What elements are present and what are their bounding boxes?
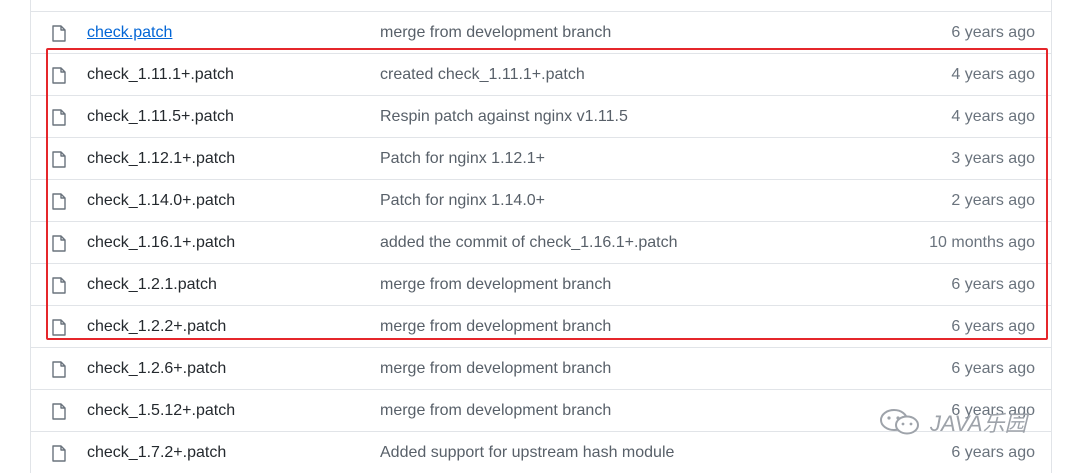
commit-age: 6 years ago: [951, 359, 1035, 377]
file-name-link[interactable]: check.patch: [87, 23, 173, 41]
file-name-link[interactable]: check_1.12.1+.patch: [87, 149, 236, 167]
watermark: JAVA乐园: [878, 404, 1048, 440]
commit-message-link[interactable]: created check_1.11.1+.patch: [380, 65, 585, 83]
commit-message-link[interactable]: Respin patch against nginx v1.11.5: [380, 107, 628, 125]
file-icon: [52, 277, 66, 294]
commit-message-link[interactable]: merge from development branch: [380, 317, 612, 335]
table-row[interactable]: check_1.2.2+.patch merge from developmen…: [31, 305, 1051, 347]
commit-message-link[interactable]: merge from development branch: [380, 275, 612, 293]
file-name-link[interactable]: check_1.11.5+.patch: [87, 107, 234, 125]
commit-age: 3 years ago: [951, 149, 1035, 167]
table-row[interactable]: check_1.16.1+.patch added the commit of …: [31, 221, 1051, 263]
commit-age: 6 years ago: [951, 23, 1035, 41]
file-name-link[interactable]: check_1.2.2+.patch: [87, 317, 227, 335]
wechat-logo-icon: [880, 409, 919, 435]
table-row[interactable]: check_1.5.12+.patch merge from developme…: [31, 389, 1051, 431]
commit-age: 10 months ago: [929, 233, 1035, 251]
file-icon: [52, 193, 66, 210]
table-row[interactable]: check_1.7.2+.patch Added support for ups…: [31, 431, 1051, 473]
commit-age: 6 years ago: [951, 401, 1035, 419]
file-icon: [52, 319, 66, 336]
file-list: check.patch merge from development branc…: [30, 0, 1052, 473]
file-name-link[interactable]: check_1.5.12+.patch: [87, 401, 236, 419]
file-name-link[interactable]: check_1.2.1.patch: [87, 275, 217, 293]
file-icon: [52, 67, 66, 84]
file-icon: [52, 235, 66, 252]
file-icon: [52, 445, 66, 462]
file-icon: [52, 109, 66, 126]
file-name-link[interactable]: check_1.14.0+.patch: [87, 191, 236, 209]
file-icon: [52, 403, 66, 420]
commit-age: 4 years ago: [951, 107, 1035, 125]
table-row[interactable]: check_1.11.5+.patch Respin patch against…: [31, 95, 1051, 137]
file-name-link[interactable]: check_1.11.1+.patch: [87, 65, 234, 83]
commit-message-link[interactable]: merge from development branch: [380, 23, 612, 41]
table-row[interactable]: check_1.2.6+.patch merge from developmen…: [31, 347, 1051, 389]
watermark-text: JAVA乐园: [930, 411, 1027, 436]
commit-age: 2 years ago: [951, 191, 1035, 209]
table-row-partial: [31, 0, 1051, 11]
commit-age: 6 years ago: [951, 275, 1035, 293]
commit-age: 4 years ago: [951, 65, 1035, 83]
table-row[interactable]: check_1.14.0+.patch Patch for nginx 1.14…: [31, 179, 1051, 221]
file-icon: [52, 151, 66, 168]
commit-message-link[interactable]: added the commit of check_1.16.1+.patch: [380, 233, 678, 251]
commit-age: 6 years ago: [951, 443, 1035, 461]
file-name-link[interactable]: check_1.16.1+.patch: [87, 233, 236, 251]
commit-message-link[interactable]: Patch for nginx 1.12.1+: [380, 149, 545, 167]
commit-message-link[interactable]: Added support for upstream hash module: [380, 443, 675, 461]
commit-age: 6 years ago: [951, 317, 1035, 335]
table-row[interactable]: check_1.12.1+.patch Patch for nginx 1.12…: [31, 137, 1051, 179]
file-name-link[interactable]: check_1.7.2+.patch: [87, 443, 227, 461]
file-icon: [52, 361, 66, 378]
table-row[interactable]: check_1.2.1.patch merge from development…: [31, 263, 1051, 305]
table-row[interactable]: check.patch merge from development branc…: [31, 11, 1051, 53]
table-row[interactable]: check_1.11.1+.patch created check_1.11.1…: [31, 53, 1051, 95]
commit-message-link[interactable]: Patch for nginx 1.14.0+: [380, 191, 545, 209]
commit-message-link[interactable]: merge from development branch: [380, 401, 612, 419]
commit-message-link[interactable]: merge from development branch: [380, 359, 612, 377]
file-name-link[interactable]: check_1.2.6+.patch: [87, 359, 227, 377]
file-icon: [52, 25, 66, 42]
